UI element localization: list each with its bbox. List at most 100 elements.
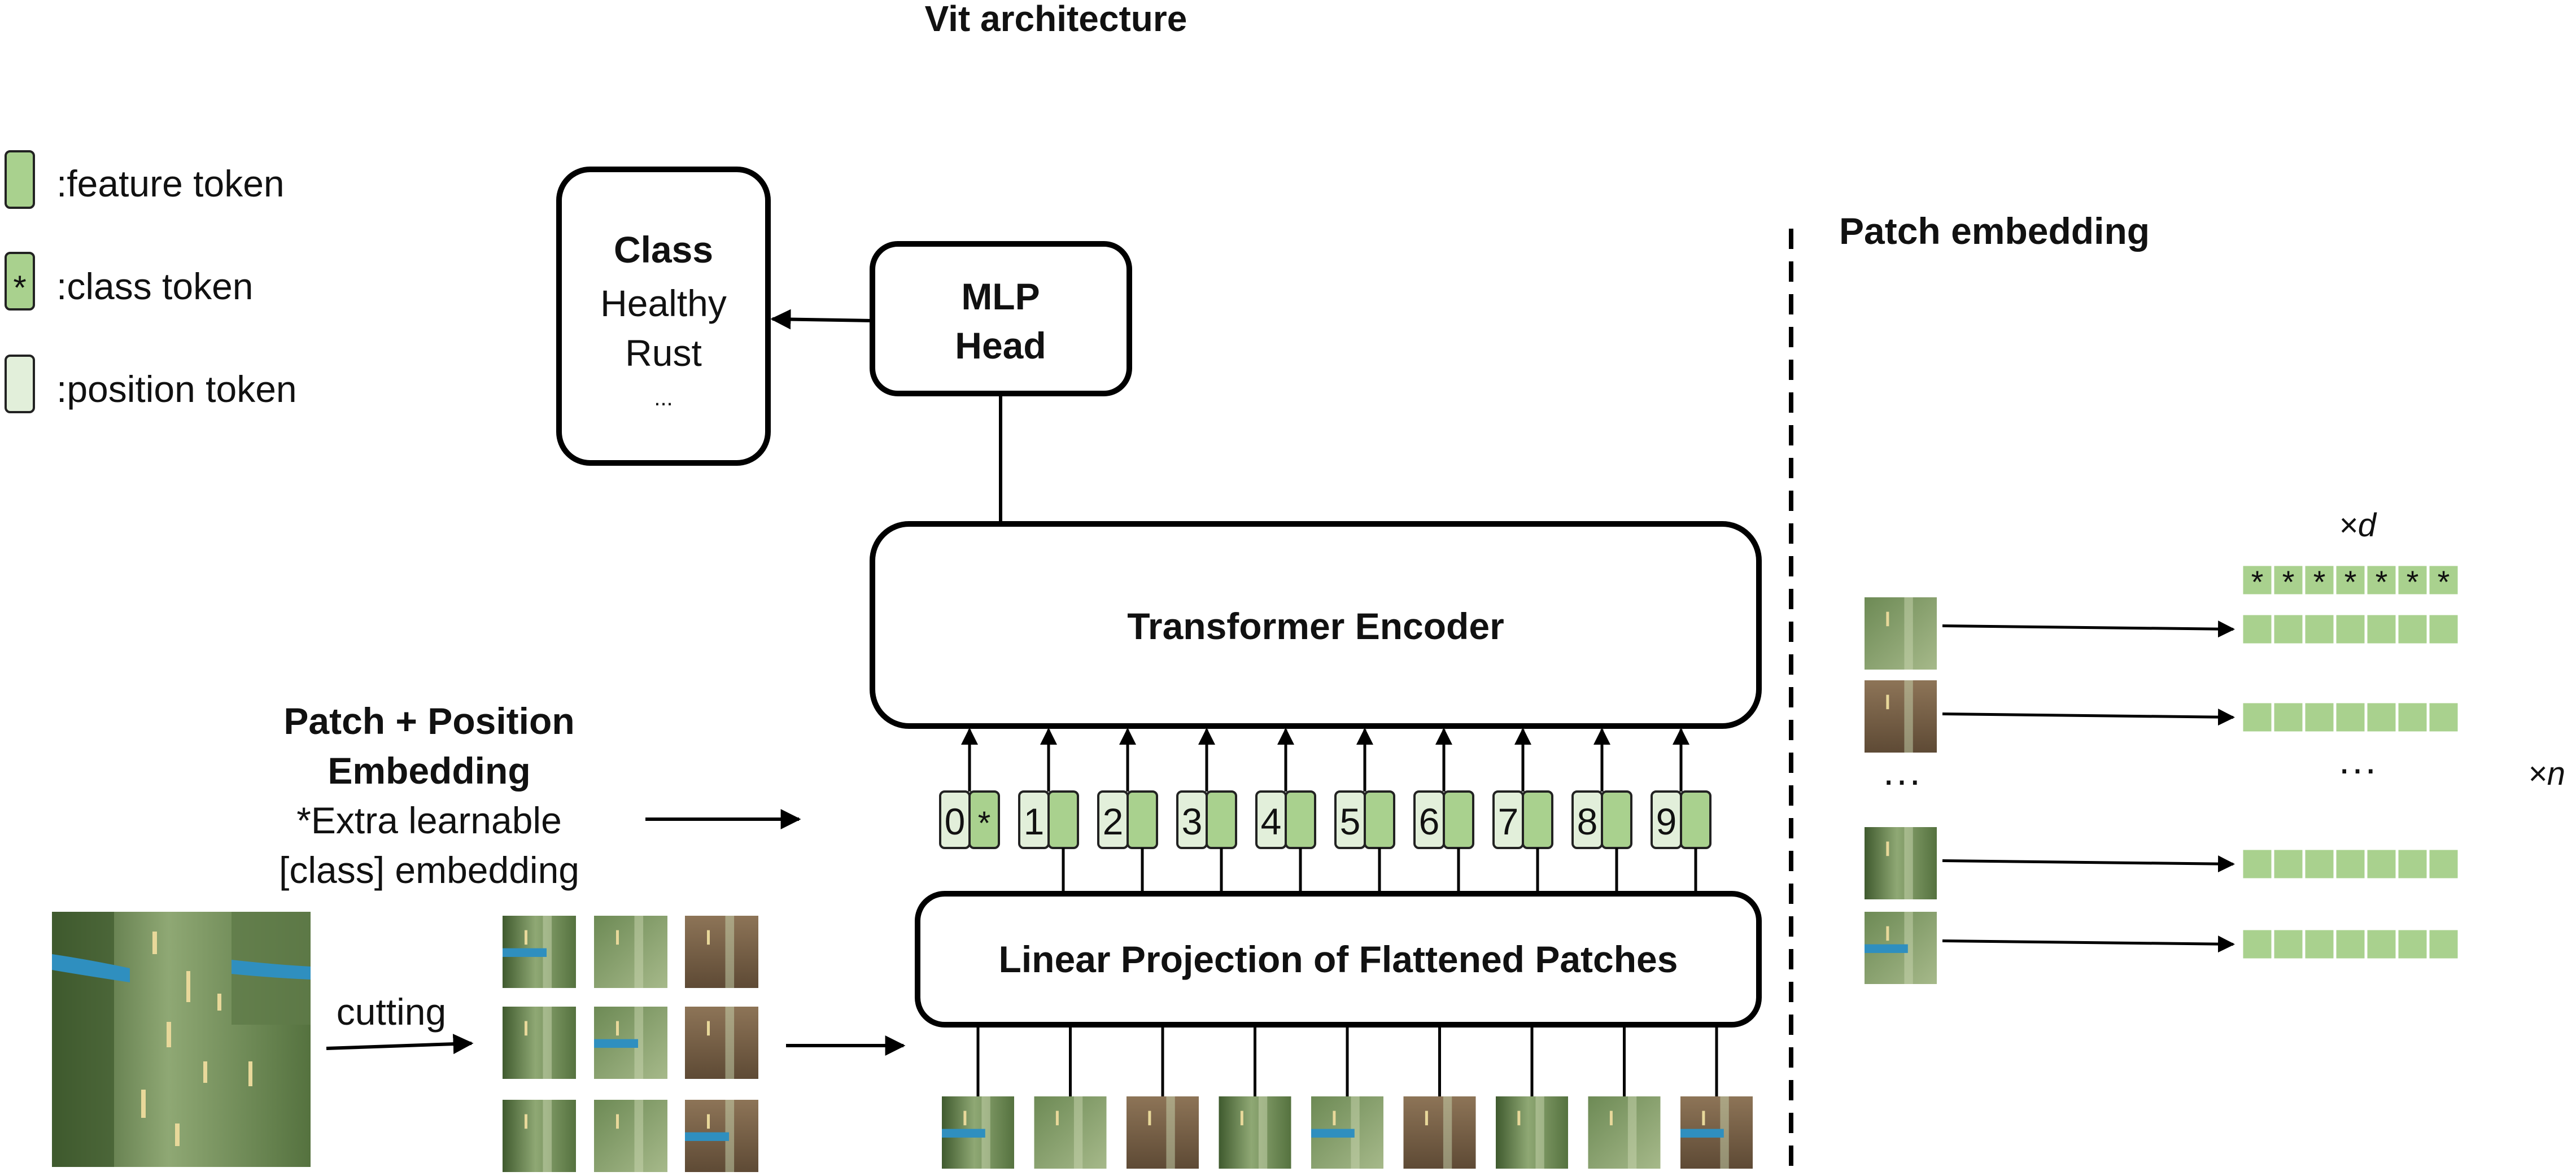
linear-projection-label: Linear Projection of Flattened Patches bbox=[999, 938, 1678, 980]
token-pair-4: 4 bbox=[1255, 728, 1316, 894]
legend-class-glyph: * bbox=[13, 269, 26, 307]
feature-token bbox=[1443, 790, 1474, 849]
grid-patch-4 bbox=[503, 1007, 576, 1079]
embedding-row-4 bbox=[1865, 912, 2461, 984]
embedding-arrow bbox=[1942, 935, 2235, 953]
patch-position-line1: Patch + Position bbox=[283, 700, 574, 742]
grid-patch-6 bbox=[685, 1007, 758, 1079]
legend-position-label: :position token bbox=[56, 368, 297, 410]
legend-class-swatch bbox=[5, 252, 35, 311]
patch-position-line4: [class] embedding bbox=[279, 849, 579, 891]
embedding-patch-2 bbox=[1865, 680, 1937, 753]
ellipsis-right: ··· bbox=[2338, 746, 2377, 790]
token-pair-5: 5 bbox=[1334, 728, 1395, 894]
patch-position-caption: Patch + Position Embedding *Extra learna… bbox=[279, 700, 579, 891]
input-patch-5 bbox=[1311, 1096, 1383, 1169]
linear-projection-box: Linear Projection of Flattened Patches bbox=[915, 891, 1762, 1028]
grid-patch-8 bbox=[594, 1100, 667, 1172]
legend-position-swatch bbox=[5, 355, 35, 413]
grid-patch-2 bbox=[594, 916, 667, 988]
grid-patch-9 bbox=[685, 1100, 758, 1172]
patch-position-line2: Embedding bbox=[328, 750, 530, 792]
embedding-patch-4 bbox=[1865, 912, 1937, 984]
position-token-number: 4 bbox=[1261, 801, 1282, 842]
feature-token bbox=[1206, 790, 1237, 849]
input-patch-8 bbox=[1588, 1096, 1661, 1169]
patch-embedding-title: Patch embedding bbox=[1839, 210, 2150, 252]
class-item-rust: Rust bbox=[625, 332, 702, 374]
mlp-head-line1: MLP bbox=[961, 276, 1040, 317]
class-glyph: * bbox=[2344, 564, 2357, 600]
input-patch-3 bbox=[1127, 1096, 1199, 1169]
input-patch-1 bbox=[942, 1096, 1014, 1169]
legend-feature-label: :feature token bbox=[56, 163, 285, 204]
embedding-patch-1 bbox=[1865, 597, 1937, 670]
position-token-number: 8 bbox=[1577, 801, 1598, 842]
legend-feature-swatch bbox=[5, 150, 35, 209]
class-token-vector: ******* bbox=[2240, 563, 2461, 600]
position-token-number: 7 bbox=[1498, 801, 1519, 842]
embedding-patch-3 bbox=[1865, 827, 1937, 899]
embedding-arrow bbox=[1942, 620, 2235, 638]
feature-token bbox=[1285, 790, 1316, 849]
legend: :feature token * :class token :position … bbox=[5, 150, 297, 413]
grid-patch-7 bbox=[503, 1100, 576, 1172]
position-token-number: 0 bbox=[945, 801, 966, 842]
times-n-label: ×n bbox=[2528, 755, 2565, 792]
input-patch-2 bbox=[1034, 1096, 1107, 1169]
position-token-number: 3 bbox=[1182, 801, 1203, 842]
token-pair-2: 2 bbox=[1097, 728, 1158, 894]
feature-token bbox=[1601, 790, 1632, 849]
class-glyph: * bbox=[2376, 564, 2388, 600]
class-token-glyph: * bbox=[978, 805, 991, 842]
leaf-image bbox=[52, 912, 311, 1167]
class-item-healthy: Healthy bbox=[600, 282, 727, 324]
token-pair-6: 6 bbox=[1413, 728, 1474, 894]
class-heading: Class bbox=[614, 229, 713, 270]
embedding-row-2 bbox=[1865, 680, 2461, 753]
class-glyph: * bbox=[2438, 564, 2450, 600]
feature-token bbox=[1680, 790, 1711, 849]
token-pair-9: 9 bbox=[1651, 728, 1711, 894]
class-output-box: Class Healthy Rust ... bbox=[556, 167, 771, 466]
token-pair-7: 7 bbox=[1492, 728, 1553, 894]
legend-class-label: :class token bbox=[56, 265, 254, 307]
token-pair-1: 1 bbox=[1018, 728, 1079, 894]
grid-patch-3 bbox=[685, 916, 758, 988]
patch-grid bbox=[503, 916, 758, 1172]
ellipsis-left: ··· bbox=[1882, 758, 1922, 802]
grid-patch-5 bbox=[594, 1007, 667, 1079]
position-token-number: 2 bbox=[1103, 801, 1124, 842]
position-token-number: 6 bbox=[1419, 801, 1440, 842]
feature-token bbox=[1522, 790, 1553, 849]
embedding-arrow bbox=[1942, 855, 2235, 873]
diagram-title: Vit architecture bbox=[925, 0, 1187, 39]
feature-token bbox=[1047, 790, 1079, 849]
cutting-arrow bbox=[326, 1034, 474, 1055]
embedding-arrow bbox=[1942, 709, 2235, 726]
mlp-head-box: MLP Head bbox=[870, 241, 1132, 396]
times-d-label: ×d bbox=[2339, 507, 2377, 544]
mlp-head-line2: Head bbox=[955, 325, 1046, 366]
transformer-encoder-box: Transformer Encoder bbox=[870, 521, 1762, 729]
token-pair-0: 0* bbox=[939, 728, 1000, 849]
grid-patch-1 bbox=[503, 916, 576, 988]
class-glyph: * bbox=[2407, 564, 2419, 600]
patch-embedding-rows: ******* bbox=[1865, 563, 2461, 984]
cutting-label: cutting bbox=[337, 991, 446, 1033]
class-token bbox=[968, 790, 1000, 849]
embedding-row-3 bbox=[1865, 827, 2461, 899]
class-glyph: * bbox=[2313, 564, 2326, 600]
input-patch-6 bbox=[1403, 1096, 1476, 1169]
transformer-encoder-label: Transformer Encoder bbox=[1127, 605, 1504, 647]
patch-input-row bbox=[942, 1025, 1753, 1169]
token-pair-8: 8 bbox=[1571, 728, 1632, 894]
position-token-number: 9 bbox=[1656, 801, 1677, 842]
feature-token bbox=[1364, 790, 1395, 849]
mlp-to-class-arrow bbox=[770, 309, 873, 330]
position-token-number: 1 bbox=[1024, 801, 1045, 842]
embedding-row-1 bbox=[1865, 597, 2461, 670]
input-patch-7 bbox=[1496, 1096, 1568, 1169]
